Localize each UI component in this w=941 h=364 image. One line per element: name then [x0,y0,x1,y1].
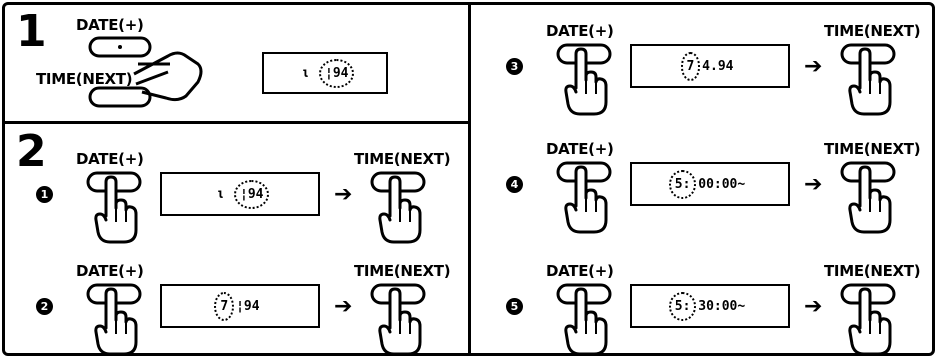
column-divider [468,2,471,356]
step-5-badge: 5 [506,298,523,315]
step-1-time-button-hand-icon [370,171,426,244]
step-3-time-label: TIME(NEXT) [824,22,921,40]
step-2-time-button-hand-icon [370,283,426,356]
step-1-display-flash: ¦94 [233,179,271,209]
step-5-date-label: DATE(+) [546,262,614,280]
step-4-time-button-hand-icon [840,161,896,234]
step-4-display: 5: 00:00~ [630,162,790,206]
section-1-display-flash: ¦94 [318,58,356,88]
step-3-arrow-icon: ➔ [804,54,823,79]
step-2-date-button-hand-icon [86,283,142,356]
step-2-time-label: TIME(NEXT) [354,262,451,280]
step-3-date-label: DATE(+) [546,22,614,40]
step-5-time-button-hand-icon [840,283,896,356]
step-4-arrow-icon: ➔ [804,172,823,197]
step-3-display-post: 4.94 [702,58,734,74]
section-1-time-label: TIME(NEXT) [36,70,133,88]
step-1-date-label: DATE(+) [76,150,144,168]
step-1-display-pre: ι [216,186,225,202]
step-3-date-button-hand-icon [556,43,612,116]
step-3-display: 7 4.94 [630,44,790,88]
step-2-date-label: DATE(+) [76,262,144,280]
section-2-number: 2 [16,126,47,177]
step-1-badge: 1 [36,186,53,203]
step-4-badge: 4 [506,176,523,193]
section-divider [2,121,470,124]
step-2-display-flash: 7 [214,291,234,321]
step-5-time-label: TIME(NEXT) [824,262,921,280]
step-4-display-post: 00:00~ [698,176,746,192]
section-1-number: 1 [16,6,47,57]
step-5-arrow-icon: ➔ [804,294,823,319]
step-2-arrow-icon: ➔ [334,294,353,319]
step-1-date-button-hand-icon [86,171,142,244]
step-1-display: ι ¦94 [160,172,320,216]
step-3-badge: 3 [506,58,523,75]
step-2-display: 7 ¦94 [160,284,320,328]
step-5-date-button-hand-icon [556,283,612,356]
step-4-date-button-hand-icon [556,161,612,234]
section-1-date-label: DATE(+) [76,16,144,34]
step-4-display-flash: 5: [668,169,696,199]
step-5-display-post: 30:00~ [698,298,746,314]
step-1-arrow-icon: ➔ [334,182,353,207]
section-1-buttons-hand-icon [88,36,203,108]
section-1-display: ι ¦94 [262,52,388,94]
step-3-time-button-hand-icon [840,43,896,116]
step-1-time-label: TIME(NEXT) [354,150,451,168]
section-1-display-digit: ι [301,65,310,81]
step-2-badge: 2 [36,298,53,315]
step-4-date-label: DATE(+) [546,140,614,158]
step-5-display-flash: 5: [668,291,696,321]
step-3-display-flash: 7 [680,51,701,81]
step-4-time-label: TIME(NEXT) [824,140,921,158]
step-5-display: 5: 30:00~ [630,284,790,328]
step-2-display-post: ¦94 [236,298,260,314]
